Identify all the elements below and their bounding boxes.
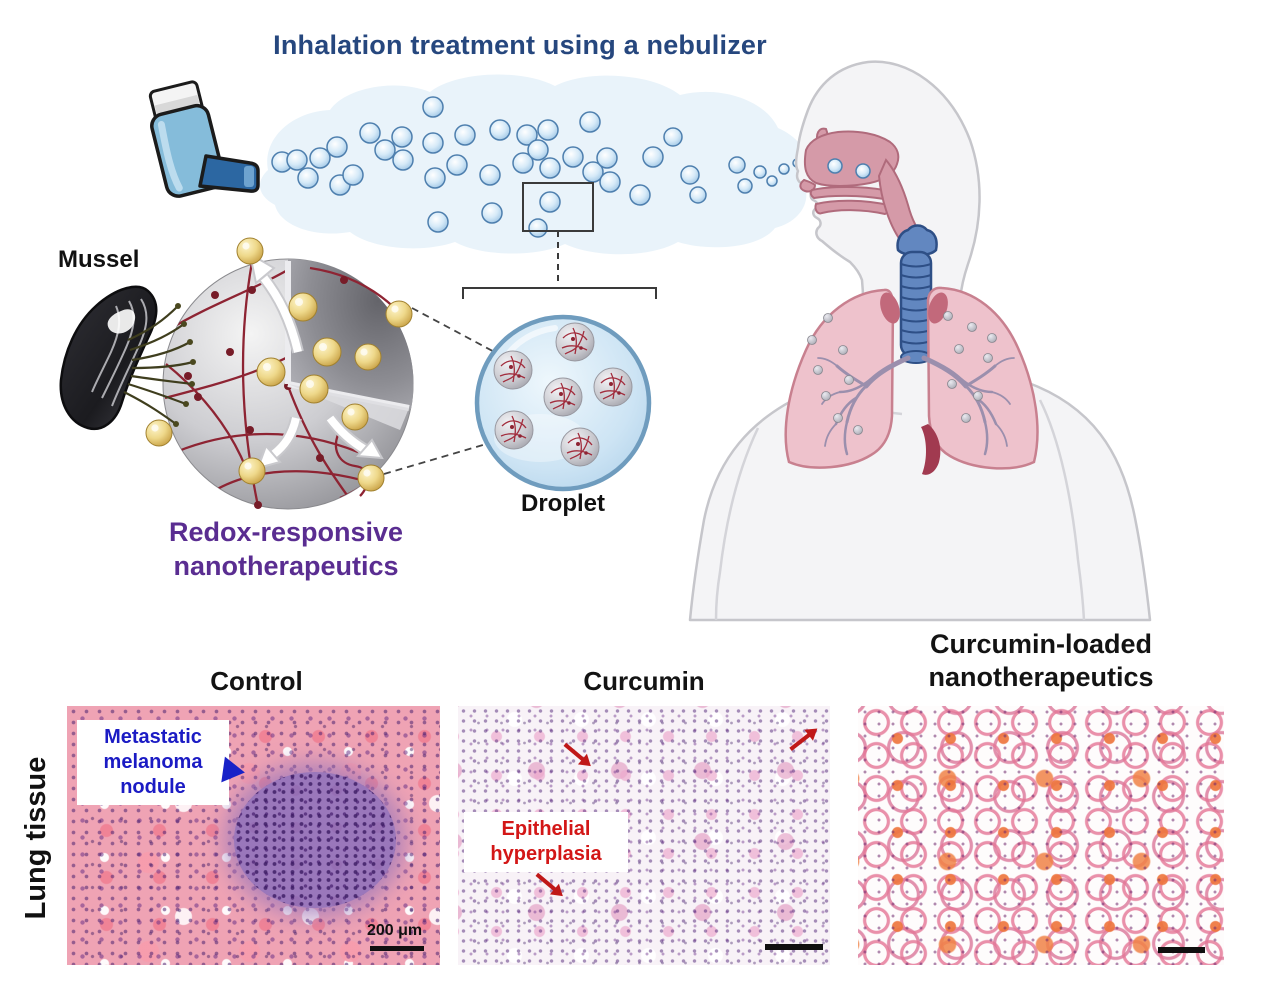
lungs-icon [784, 286, 1039, 475]
nanoparticle-sphere [145, 237, 414, 510]
human-figure [688, 60, 1152, 622]
hyperplasia-annotation: Epithelial hyperplasia [464, 812, 628, 872]
histology-panel-control: Metastatic melanoma nodule 200 μm [67, 706, 440, 965]
melanoma-annotation: Metastatic melanoma nodule [77, 720, 229, 805]
zoom-guide-lines [383, 307, 503, 475]
illustration-canvas [59, 60, 1152, 622]
panel-title-nanotherapeutics: Curcumin-loaded nanotherapeutics [928, 629, 1154, 692]
sphere-cutaway [288, 258, 414, 409]
mist-droplets [271, 96, 802, 238]
mussel-label: Mussel [58, 246, 140, 273]
scale-bar [765, 944, 823, 950]
byssal-threads [123, 305, 194, 425]
red-arrow-icon [563, 742, 585, 762]
figure-title: Inhalation treatment using a nebulizer [273, 30, 767, 60]
redox-label: Redox-responsive nanotherapeutics [168, 517, 404, 581]
red-arrow-icon [535, 872, 557, 892]
panel-title-control: Control [210, 666, 303, 696]
magnifier-box [462, 182, 657, 299]
inhaler-icon [148, 80, 260, 198]
scale-label: 200 μm [367, 922, 423, 939]
release-arrow [248, 252, 384, 470]
panel-title-curcumin: Curcumin [583, 666, 705, 696]
droplet-label: Droplet [521, 490, 605, 517]
nanoparticle-dot [807, 311, 997, 435]
melanoma-nodule [234, 772, 396, 908]
scale-bar [1158, 947, 1205, 953]
scale-bar [370, 946, 424, 951]
histology-panel-curcumin: Epithelial hyperplasia [458, 706, 830, 965]
gold-highlights [151, 242, 399, 477]
droplet-zoom [474, 314, 652, 492]
red-arrow-icon [789, 733, 811, 751]
lung-tissue-label: Lung tissue [20, 756, 52, 920]
mussel-icon [59, 285, 158, 431]
byssal-plaques [173, 303, 196, 427]
blue-arrow-icon [221, 756, 247, 786]
histology-panel-nanotherapeutics [858, 706, 1224, 965]
